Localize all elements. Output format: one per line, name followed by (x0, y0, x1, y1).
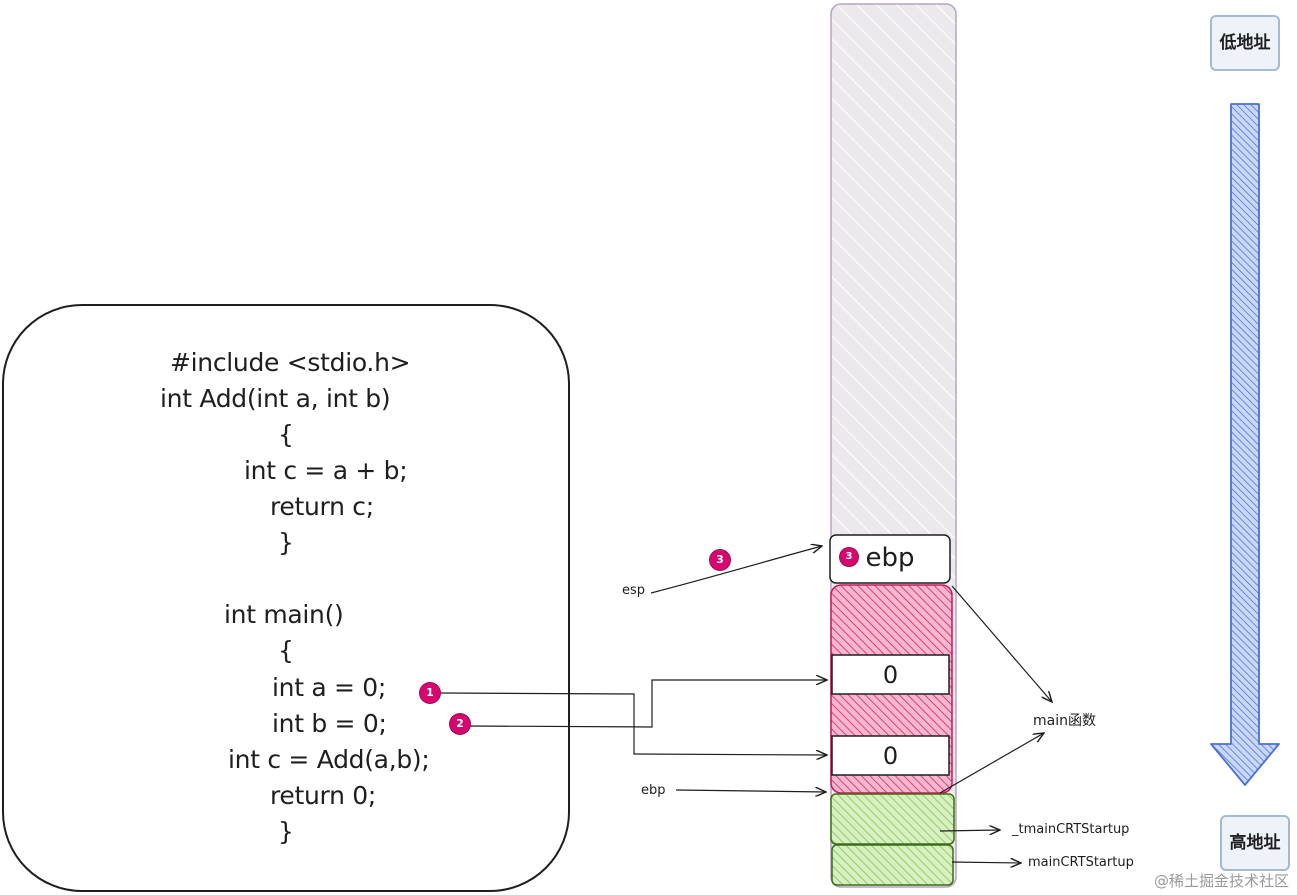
badge-1: 1 (420, 683, 440, 703)
code-line-main-signature: int main() (224, 600, 344, 629)
direction-arrow (1210, 103, 1280, 786)
main-func-label: main函数 (1033, 713, 1096, 729)
watermark: @稀土掘金技术社区 (1153, 872, 1289, 890)
code-line-main-b: int b = 0; (272, 709, 387, 738)
main-crt-label: mainCRTStartup (1028, 855, 1134, 870)
code-line-main-close-brace: } (278, 817, 294, 846)
code-line-add-open-brace: { (278, 420, 294, 449)
ebp-cell-label: ebp (865, 543, 915, 573)
tmain-crt-label: _tmainCRTStartup (1012, 822, 1130, 837)
connector-a (440, 692, 827, 755)
code-line-include: #include <stdio.h> (170, 348, 411, 377)
tmain-crt-frame (830, 793, 955, 845)
badge-3: 3 (710, 550, 730, 570)
cell-b-value: 0 (882, 742, 899, 770)
code-panel (2, 304, 570, 892)
ebp-cell (829, 534, 951, 584)
code-line-main-call: int c = Add(a,b); (228, 745, 430, 774)
code-line-add-close-brace: } (278, 528, 294, 557)
main-crt-frame (831, 844, 954, 886)
cell-a (831, 654, 950, 695)
main-func-arrow-bottom (939, 733, 1044, 794)
code-line-main-return: return 0; (270, 781, 377, 810)
main-crt-arrow (951, 862, 1021, 863)
main-func-arrow-top (951, 585, 1052, 702)
high-address-box: 高地址 (1220, 815, 1290, 871)
code-line-add-signature: int Add(int a, int b) (160, 384, 391, 413)
esp-label: esp (622, 583, 646, 598)
ebp-label: ebp (641, 783, 666, 798)
ebp-arrow (675, 790, 826, 792)
badge-2: 2 (450, 714, 470, 734)
code-line-main-open-brace: { (278, 636, 294, 665)
esp-arrow (650, 546, 822, 594)
code-line-main-a: int a = 0; (272, 673, 387, 702)
code-line-add-return: return c; (270, 492, 374, 521)
cell-b (831, 735, 950, 776)
cell-a-value: 0 (882, 661, 899, 689)
ebp-cell-badge: 3 (840, 548, 858, 566)
low-address-box: 低地址 (1210, 15, 1280, 71)
connector-b (469, 680, 827, 728)
tmain-crt-arrow (939, 830, 1000, 831)
code-line-add-sum: int c = a + b; (244, 456, 408, 485)
